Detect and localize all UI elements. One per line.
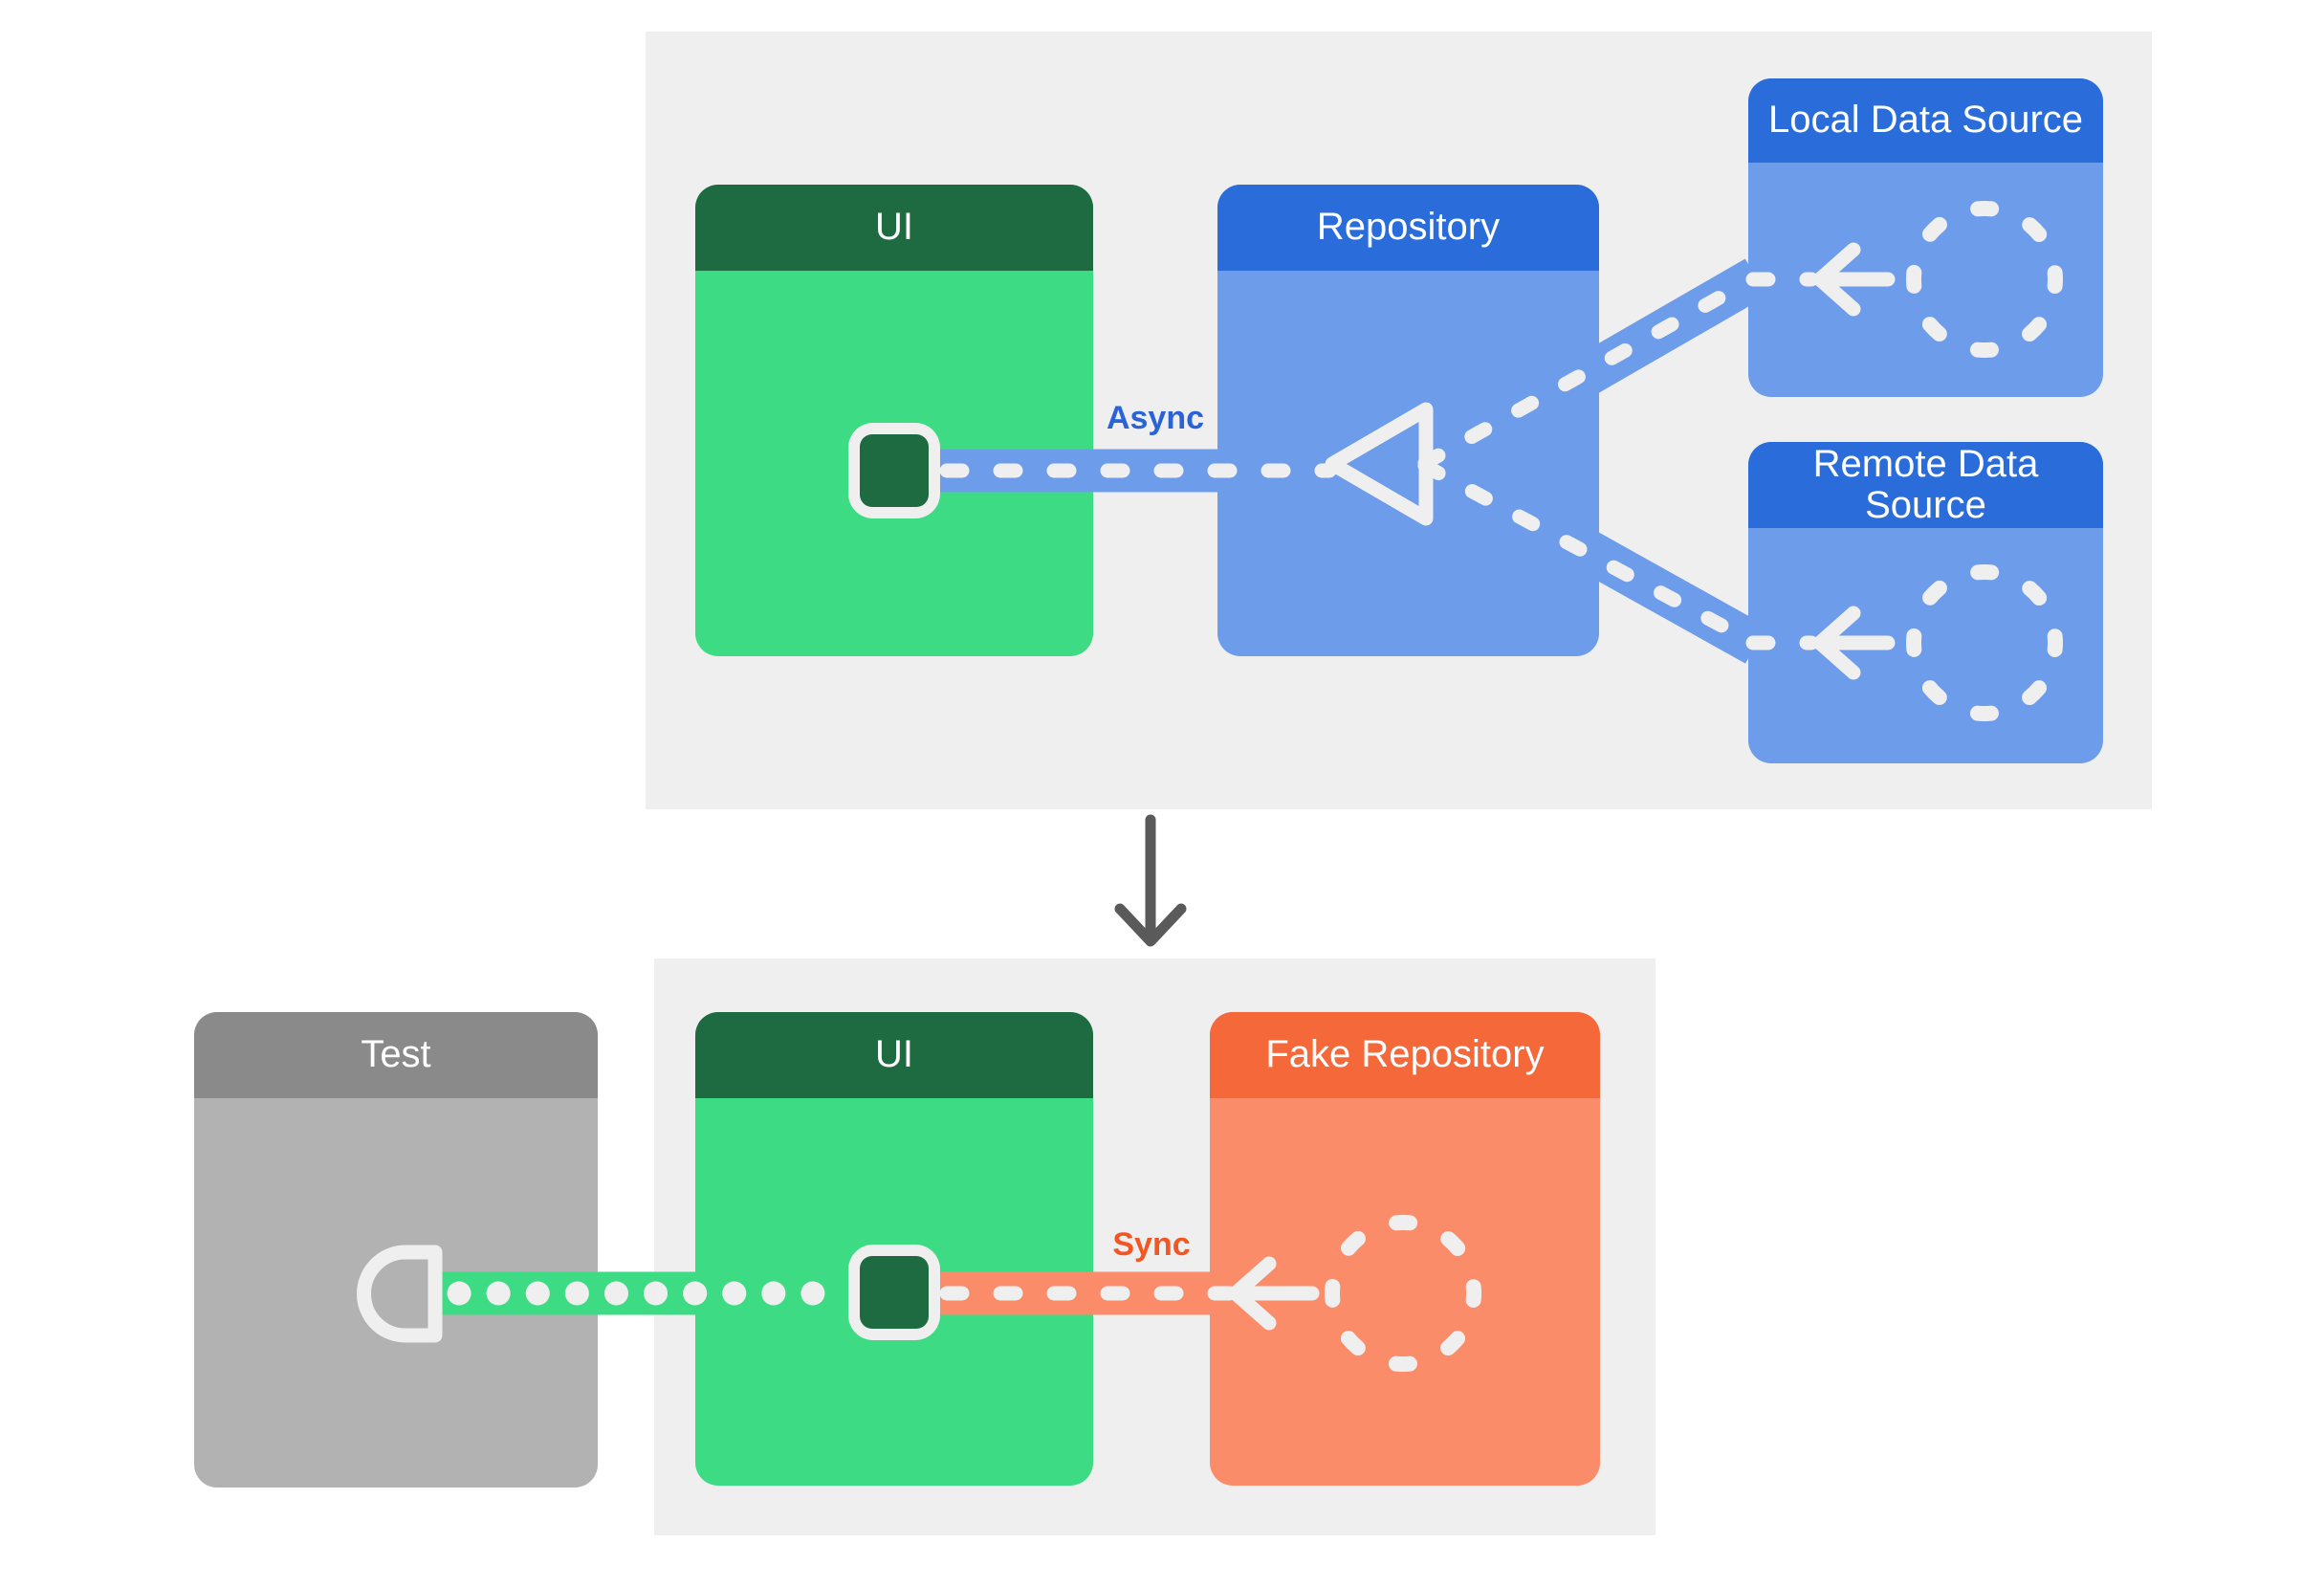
test-box-header: Test [194,1012,598,1098]
fake-repository-header: Fake Repository [1210,1012,1600,1098]
async-connector-label: Async [1106,400,1205,436]
down-arrow-icon [1114,814,1187,947]
remote-data-source-label: Remote Data Source [1812,442,2039,526]
ui-box-bottom-label: UI [875,1033,913,1076]
repository-box: Repository [1217,185,1599,656]
ui-box-top-label: UI [875,206,913,249]
local-data-source-header: Local Data Source [1748,78,2103,163]
fake-repository-label: Fake Repository [1265,1033,1545,1076]
ui-box-bottom: UI [695,1012,1093,1486]
ui-box-top-header: UI [695,185,1093,271]
repository-box-label: Repository [1316,206,1501,249]
sync-connector-label: Sync [1112,1226,1191,1263]
local-data-source-box: Local Data Source [1748,78,2103,397]
test-box: Test [194,1012,598,1488]
ui-box-top: UI [695,185,1093,656]
local-data-source-label: Local Data Source [1767,99,2084,142]
repository-box-header: Repository [1217,185,1599,271]
remote-data-source-header: Remote Data Source [1748,442,2103,528]
ui-box-bottom-header: UI [695,1012,1093,1098]
test-box-label: Test [361,1033,431,1076]
remote-data-source-box: Remote Data Source [1748,442,2103,763]
fake-repository-box: Fake Repository [1210,1012,1600,1486]
down-arrow-head [1114,903,1187,947]
